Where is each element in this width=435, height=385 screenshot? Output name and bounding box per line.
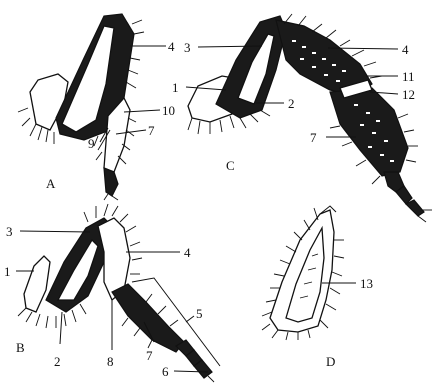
panel-b: B 3 4 1 5 2 8 7 6: [4, 204, 220, 382]
panel-a-label: A: [46, 176, 56, 191]
panel-d-label: D: [326, 354, 335, 369]
panel-b-callout-4: 4: [184, 245, 191, 260]
panel-a: A 4 10 7 9: [18, 14, 175, 200]
panel-c-callout-12: 12: [402, 87, 415, 102]
panel-c-leg-illustration: [188, 14, 432, 222]
panel-b-callout-3: 3: [6, 224, 13, 239]
panel-c-callout-3: 3: [184, 40, 191, 55]
panel-b-callout-5: 5: [196, 306, 203, 321]
panel-a-leg-illustration: [18, 14, 144, 200]
panel-d-callout-13: 13: [360, 276, 373, 291]
panel-b-callout-7: 7: [146, 348, 153, 363]
panel-a-callout-10: 10: [162, 103, 175, 118]
panel-b-callout-6: 6: [162, 364, 169, 379]
panel-c-callout-11: 11: [402, 69, 415, 84]
panel-c-callout-4: 4: [402, 42, 409, 57]
panel-a-callout-7: 7: [148, 123, 155, 138]
panel-a-callout-4: 4: [168, 39, 175, 54]
panel-b-leg-illustration: [18, 204, 214, 382]
panel-b-callout-1: 1: [4, 264, 11, 279]
panel-d: D 13: [262, 206, 373, 369]
panel-d-leg-illustration: [262, 206, 344, 340]
panel-b-label: B: [16, 340, 25, 355]
panel-c-callout-1: 1: [172, 80, 179, 95]
panel-b-callout-2: 2: [54, 354, 61, 369]
panel-c-callout-7: 7: [310, 130, 317, 145]
panel-c-label: C: [226, 158, 235, 173]
panel-c-callout-2: 2: [288, 96, 295, 111]
panel-c: C 3 4 1 2 11 12 7: [172, 14, 432, 222]
panel-a-callout-9: 9: [88, 136, 95, 151]
panel-b-callout-8: 8: [107, 354, 114, 369]
